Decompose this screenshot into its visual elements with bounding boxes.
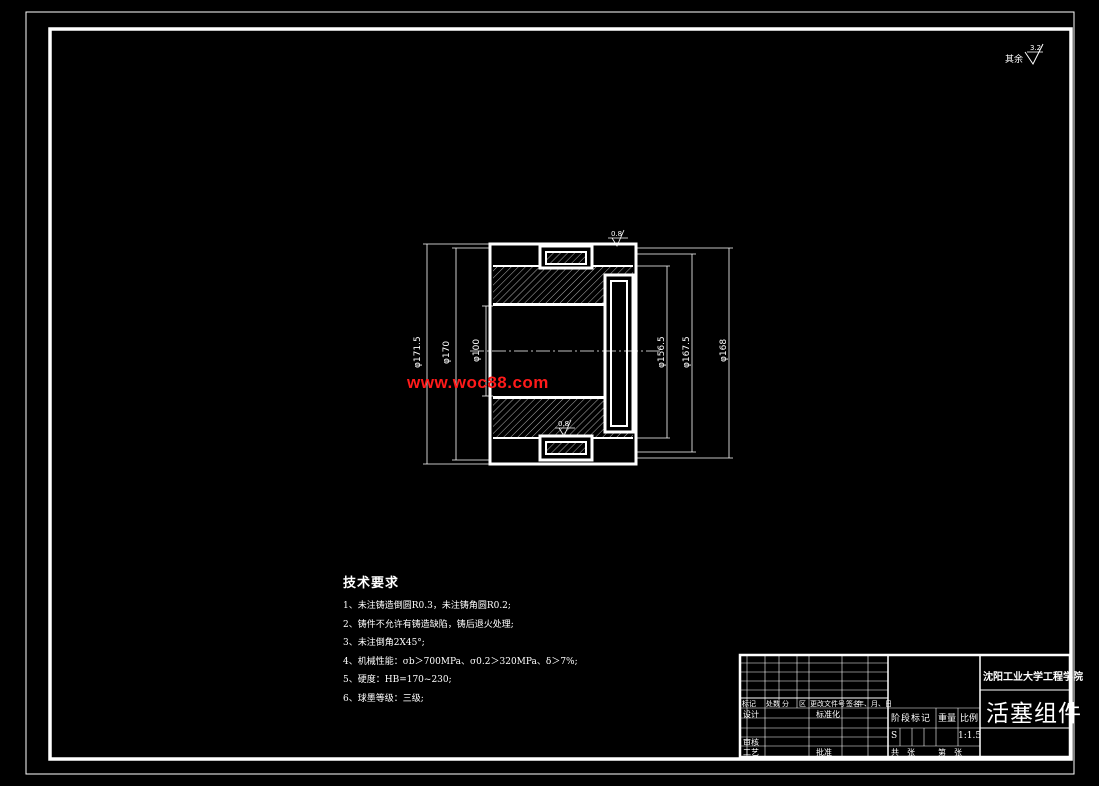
tb-approve-label: 批准: [816, 748, 832, 757]
dim-d6-label: φ168: [719, 339, 729, 362]
svg-text:其余: 其余: [1005, 53, 1023, 65]
tb-header-mark: 标记: [742, 700, 756, 708]
tech-requirements-title: 技术要求: [343, 576, 400, 591]
surface-flag-top: 0.8: [608, 229, 628, 247]
outer-frame: [25, 11, 1075, 775]
tb-process-label: 工艺: [743, 748, 759, 757]
dim-d2-label: φ170: [442, 341, 452, 364]
dim-d5-label: φ167.5: [682, 336, 692, 368]
roughness-symbol: 其余 3.2: [1005, 43, 1044, 65]
tb-sheet-no: 第 张: [938, 748, 962, 757]
tech-requirement-item: 1、未注铸造倒圆R0.3，未注铸角圆R0.2;: [343, 601, 511, 611]
tech-requirement-item: 4、机械性能：σb＞700MPa、σ0.2＞320MPa、δ＞7%;: [343, 656, 578, 667]
tb-header-date: 年、月、日: [857, 700, 892, 708]
tech-requirement-item: 3、未注倒角2X45°;: [343, 638, 425, 648]
tb-stage-value: S: [891, 731, 898, 741]
technical-requirements: 技术要求 1、未注铸造倒圆R0.3，未注铸角圆R0.2; 2、铸件不允许有铸造缺…: [343, 572, 578, 708]
svg-text:3.2: 3.2: [1030, 44, 1041, 52]
tb-header-sign: 签名: [846, 700, 860, 708]
svg-text:0.8: 0.8: [611, 230, 622, 238]
tb-sheets-total: 共 张: [891, 748, 915, 757]
tb-header-docno: 更改文件号: [810, 700, 845, 708]
watermark-text: www.woc88.com: [407, 373, 549, 392]
tb-standard-label: 标准化: [816, 710, 840, 719]
tb-review-label: 审核: [743, 738, 759, 747]
school-name: 沈阳工业大学工程学院: [983, 672, 1083, 683]
dimension-texts: φ171.5 φ170 φ100 φ156.5 φ167.5 φ168: [413, 336, 729, 368]
tb-header-count: 处数: [766, 700, 780, 708]
title-block: [738, 653, 1072, 759]
dimension-lines: [423, 243, 733, 465]
tech-requirement-item: 5、硬度：HB=170~230;: [343, 675, 452, 685]
tb-stage-label: 阶段标记: [891, 714, 932, 724]
tech-requirement-item: 6、球墨等级：三级;: [343, 693, 424, 704]
tb-header-area: 区: [799, 700, 806, 708]
surface-flag-bottom: 0.8: [555, 419, 575, 437]
svg-text:0.8: 0.8: [558, 420, 569, 428]
tb-scale-label: 比例: [960, 714, 979, 724]
tb-scale-value: 1:1.5: [958, 731, 982, 741]
dim-d4-label: φ156.5: [657, 336, 667, 368]
tb-design-label: 设计: [743, 710, 759, 719]
piston-section-view: [470, 242, 660, 466]
tb-weight-label: 重量: [938, 714, 957, 724]
dim-d3-label: φ100: [472, 339, 482, 362]
inner-frame: [48, 27, 1073, 761]
tb-header-zone: 分: [782, 700, 789, 708]
tech-requirement-item: 2、铸件不允许有铸造缺陷，铸后退火处理;: [343, 619, 514, 630]
part-name: 活塞组件: [986, 701, 1082, 727]
dim-d1-label: φ171.5: [413, 336, 423, 368]
